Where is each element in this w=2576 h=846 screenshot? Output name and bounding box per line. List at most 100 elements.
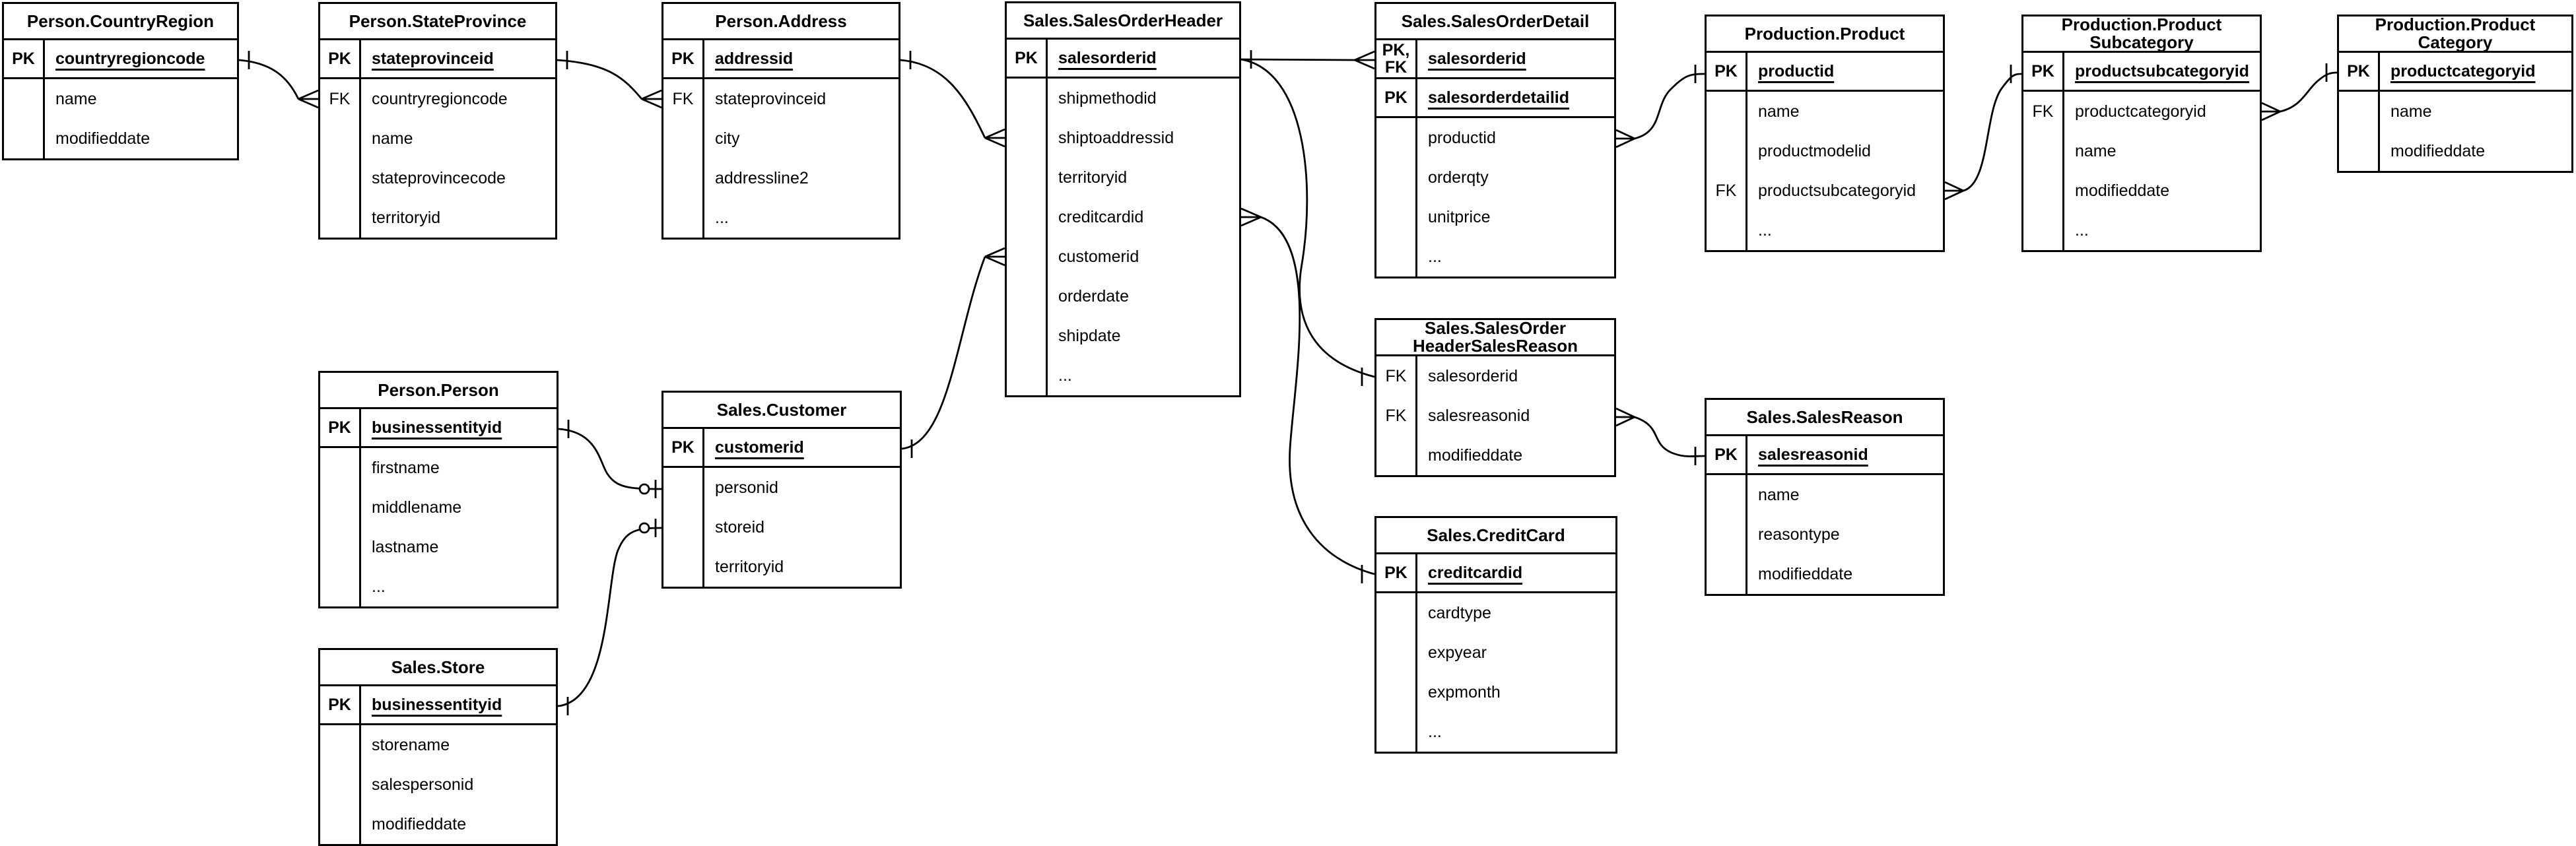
relationship-r12: [558, 420, 662, 498]
field-name: orderdate: [1058, 286, 1130, 306]
table-title: Person.Address: [663, 4, 898, 40]
key-column-divider: [702, 429, 704, 587]
field-name: name: [55, 89, 97, 108]
field-row: territoryid: [663, 547, 900, 587]
field-name: name: [2075, 141, 2117, 160]
key-column-divider: [2062, 53, 2064, 250]
field-row: ...: [2023, 211, 2260, 250]
key-column-divider: [359, 409, 361, 606]
field-name: modifieddate: [372, 814, 467, 833]
field-row: salespersonid: [320, 765, 556, 804]
relationship-r9: [1944, 65, 2022, 201]
field-name: city: [715, 129, 740, 148]
field-row: personid: [663, 468, 900, 507]
field-row: PK salesorderdetailid: [1376, 79, 1614, 118]
table-title: Sales.SalesOrderDetail: [1376, 4, 1614, 40]
table-title: Sales.CreditCard: [1376, 518, 1615, 554]
key-badge: PK: [1384, 88, 1407, 107]
key-badge: PK: [328, 418, 351, 437]
key-badge: PK: [671, 438, 695, 457]
field-row: orderqty: [1376, 158, 1614, 197]
zero-cardinality-circle: [638, 522, 650, 534]
key-badge: FK: [1715, 181, 1737, 200]
field-name: ...: [1428, 247, 1442, 266]
field-name: salesorderdetailid: [1428, 88, 1569, 107]
field-row: storeid: [663, 507, 900, 547]
field-name: productid: [1758, 61, 1835, 81]
field-name: storeid: [715, 517, 765, 537]
cardinality-markers: [1615, 65, 1697, 148]
field-name: ...: [372, 577, 386, 596]
relationship-line: [557, 527, 662, 707]
field-name: personid: [715, 478, 778, 497]
key-column-divider: [359, 40, 361, 238]
field-row: storename: [320, 725, 556, 765]
cardinality-markers: [566, 519, 657, 715]
table-title-line: Sales.SalesReason: [1746, 407, 1903, 427]
field-name: expmonth: [1428, 682, 1501, 701]
field-name: ...: [2075, 220, 2089, 240]
field-name: modifieddate: [2075, 181, 2170, 200]
key-badge: FK: [1385, 407, 1407, 425]
field-name: countryregioncode: [372, 89, 508, 108]
field-name: productsubcategoryid: [1758, 181, 1916, 200]
table-title-line: Sales.CreditCard: [1427, 525, 1565, 545]
cardinality-markers: [2261, 63, 2328, 121]
field-row: modifieddate: [2023, 171, 2260, 211]
field-row: expmonth: [1376, 672, 1615, 712]
key-badge: FK: [1385, 367, 1407, 385]
relationship-line: [1260, 216, 1375, 575]
table-title-line: Sales.Store: [391, 657, 485, 677]
field-row: reasontype: [1707, 515, 1943, 554]
field-name: creditcardid: [1058, 207, 1144, 226]
relationship-r10: [2261, 63, 2338, 121]
field-name: salespersonid: [372, 775, 474, 794]
field-row: stateprovincecode: [320, 158, 555, 198]
key-badge: PK: [671, 49, 695, 68]
table-title-line: Subcategory: [2089, 32, 2194, 52]
table-title-line: Person.Person: [378, 379, 499, 400]
key-column-divider: [1415, 356, 1417, 475]
field-row: productid: [1376, 118, 1614, 158]
field-row: modifieddate: [2339, 131, 2571, 171]
relationship-r5: [1240, 50, 1375, 70]
key-column-divider: [1746, 53, 1747, 250]
field-row: modifieddate: [1707, 554, 1943, 594]
table-title-line: Person.CountryRegion: [26, 11, 215, 31]
relationship-r4: [901, 247, 1005, 458]
field-row: middlename: [320, 488, 557, 527]
field-name: name: [2390, 102, 2432, 121]
table-title: Sales.SalesReason: [1707, 400, 1943, 436]
key-badge: PK, FK: [1382, 41, 1410, 77]
field-name: reasontype: [1758, 525, 1840, 544]
field-row: ...: [1376, 237, 1614, 277]
relationship-r1: [238, 51, 319, 109]
table-title: Sales.Customer: [663, 393, 900, 429]
key-badge: PK: [1714, 445, 1738, 464]
field-row: ...: [320, 567, 557, 606]
key-column-divider: [1746, 436, 1747, 594]
cardinality-markers: [1944, 65, 2012, 201]
field-name: creditcardid: [1428, 563, 1523, 582]
field-row: creditcardid: [1007, 197, 1239, 237]
field-row: shipdate: [1007, 316, 1239, 356]
